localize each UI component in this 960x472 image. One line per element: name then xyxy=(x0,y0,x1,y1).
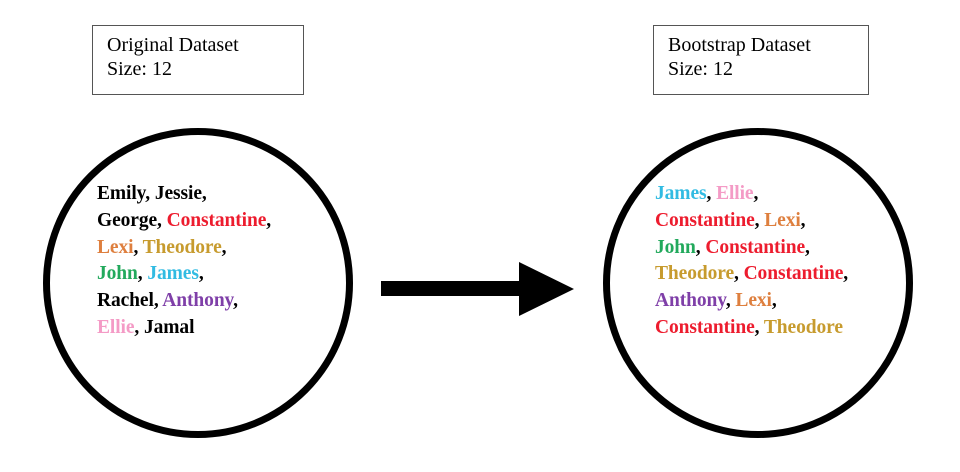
name-separator: , xyxy=(754,209,765,231)
name-token: Theodore xyxy=(142,236,222,258)
bootstrap-dataset-title: Bootstrap Dataset xyxy=(668,34,811,56)
name-token: Ellie xyxy=(97,316,135,338)
name-separator: , xyxy=(145,183,155,204)
name-row: George, Constantine, xyxy=(97,208,271,235)
name-token: Anthony xyxy=(655,290,726,312)
name-separator: , xyxy=(201,183,207,204)
name-token: James xyxy=(147,263,199,285)
name-separator: , xyxy=(706,183,717,204)
name-token: Jamal xyxy=(143,316,195,338)
name-row: Ellie, Jamal xyxy=(97,315,271,342)
name-row: John, James, xyxy=(97,261,271,288)
name-separator: , xyxy=(133,236,143,258)
original-dataset-label-box: Original Dataset Size: 12 xyxy=(92,25,304,95)
name-token: Lexi xyxy=(735,290,772,312)
name-token: Ellie xyxy=(716,183,754,204)
bootstrap-dataset-name-list: James, Ellie,Constantine, Lexi,John, Con… xyxy=(655,181,848,342)
name-token: John xyxy=(97,263,138,285)
name-separator: , xyxy=(157,209,167,231)
name-separator: , xyxy=(221,236,227,258)
name-separator: , xyxy=(725,290,736,312)
name-row: Constantine, Theodore xyxy=(655,315,848,342)
name-token: Constantine xyxy=(166,209,267,231)
name-row: John, Constantine, xyxy=(655,235,848,262)
original-dataset-name-list: Emily, Jessie,George, Constantine,Lexi, … xyxy=(97,181,271,342)
name-separator: , xyxy=(843,263,849,285)
name-separator: , xyxy=(198,263,204,285)
name-token: Constantine xyxy=(655,209,755,231)
original-dataset-circle xyxy=(43,128,353,438)
name-separator: , xyxy=(800,209,806,231)
name-token: John xyxy=(655,236,696,258)
name-token: Constantine xyxy=(655,316,755,338)
name-separator: , xyxy=(754,316,764,338)
name-separator: , xyxy=(233,290,238,312)
name-row: Theodore, Constantine, xyxy=(655,261,848,288)
name-separator: , xyxy=(137,263,148,285)
name-row: Constantine, Lexi, xyxy=(655,208,848,235)
name-row: James, Ellie, xyxy=(655,181,848,208)
name-row: Anthony, Lexi, xyxy=(655,288,848,315)
original-dataset-size: Size: 12 xyxy=(107,58,172,81)
name-separator: , xyxy=(695,236,706,258)
name-token: Lexi xyxy=(764,209,801,231)
name-row: Emily, Jessie, xyxy=(97,181,271,208)
name-separator: , xyxy=(266,209,272,231)
name-token: Theodore xyxy=(763,316,843,338)
name-token: Constantine xyxy=(743,263,844,285)
name-separator: , xyxy=(753,183,759,204)
name-token: Rachel xyxy=(97,290,154,312)
bootstrap-dataset-label-box: Bootstrap Dataset Size: 12 xyxy=(653,25,869,95)
name-separator: , xyxy=(153,290,163,312)
name-separator: , xyxy=(734,263,744,285)
name-separator: , xyxy=(134,316,144,338)
name-token: George xyxy=(97,209,158,231)
flow-arrow-head-icon xyxy=(519,262,574,316)
bootstrap-dataset-size: Size: 12 xyxy=(668,58,733,81)
bootstrap-dataset-circle xyxy=(603,128,913,438)
flow-arrow-shaft xyxy=(381,281,523,296)
name-row: Rachel, Anthony, xyxy=(97,288,271,315)
name-token: Emily xyxy=(97,183,146,204)
name-token: Lexi xyxy=(97,236,134,258)
name-token: Jessie xyxy=(154,183,202,204)
name-token: Theodore xyxy=(655,263,735,285)
name-separator: , xyxy=(771,290,777,312)
name-separator: , xyxy=(805,236,810,258)
name-row: Lexi, Theodore, xyxy=(97,235,271,262)
name-token: Constantine xyxy=(705,236,806,258)
name-token: James xyxy=(655,183,707,204)
original-dataset-title: Original Dataset xyxy=(107,34,239,56)
name-token: Anthony xyxy=(162,290,234,312)
